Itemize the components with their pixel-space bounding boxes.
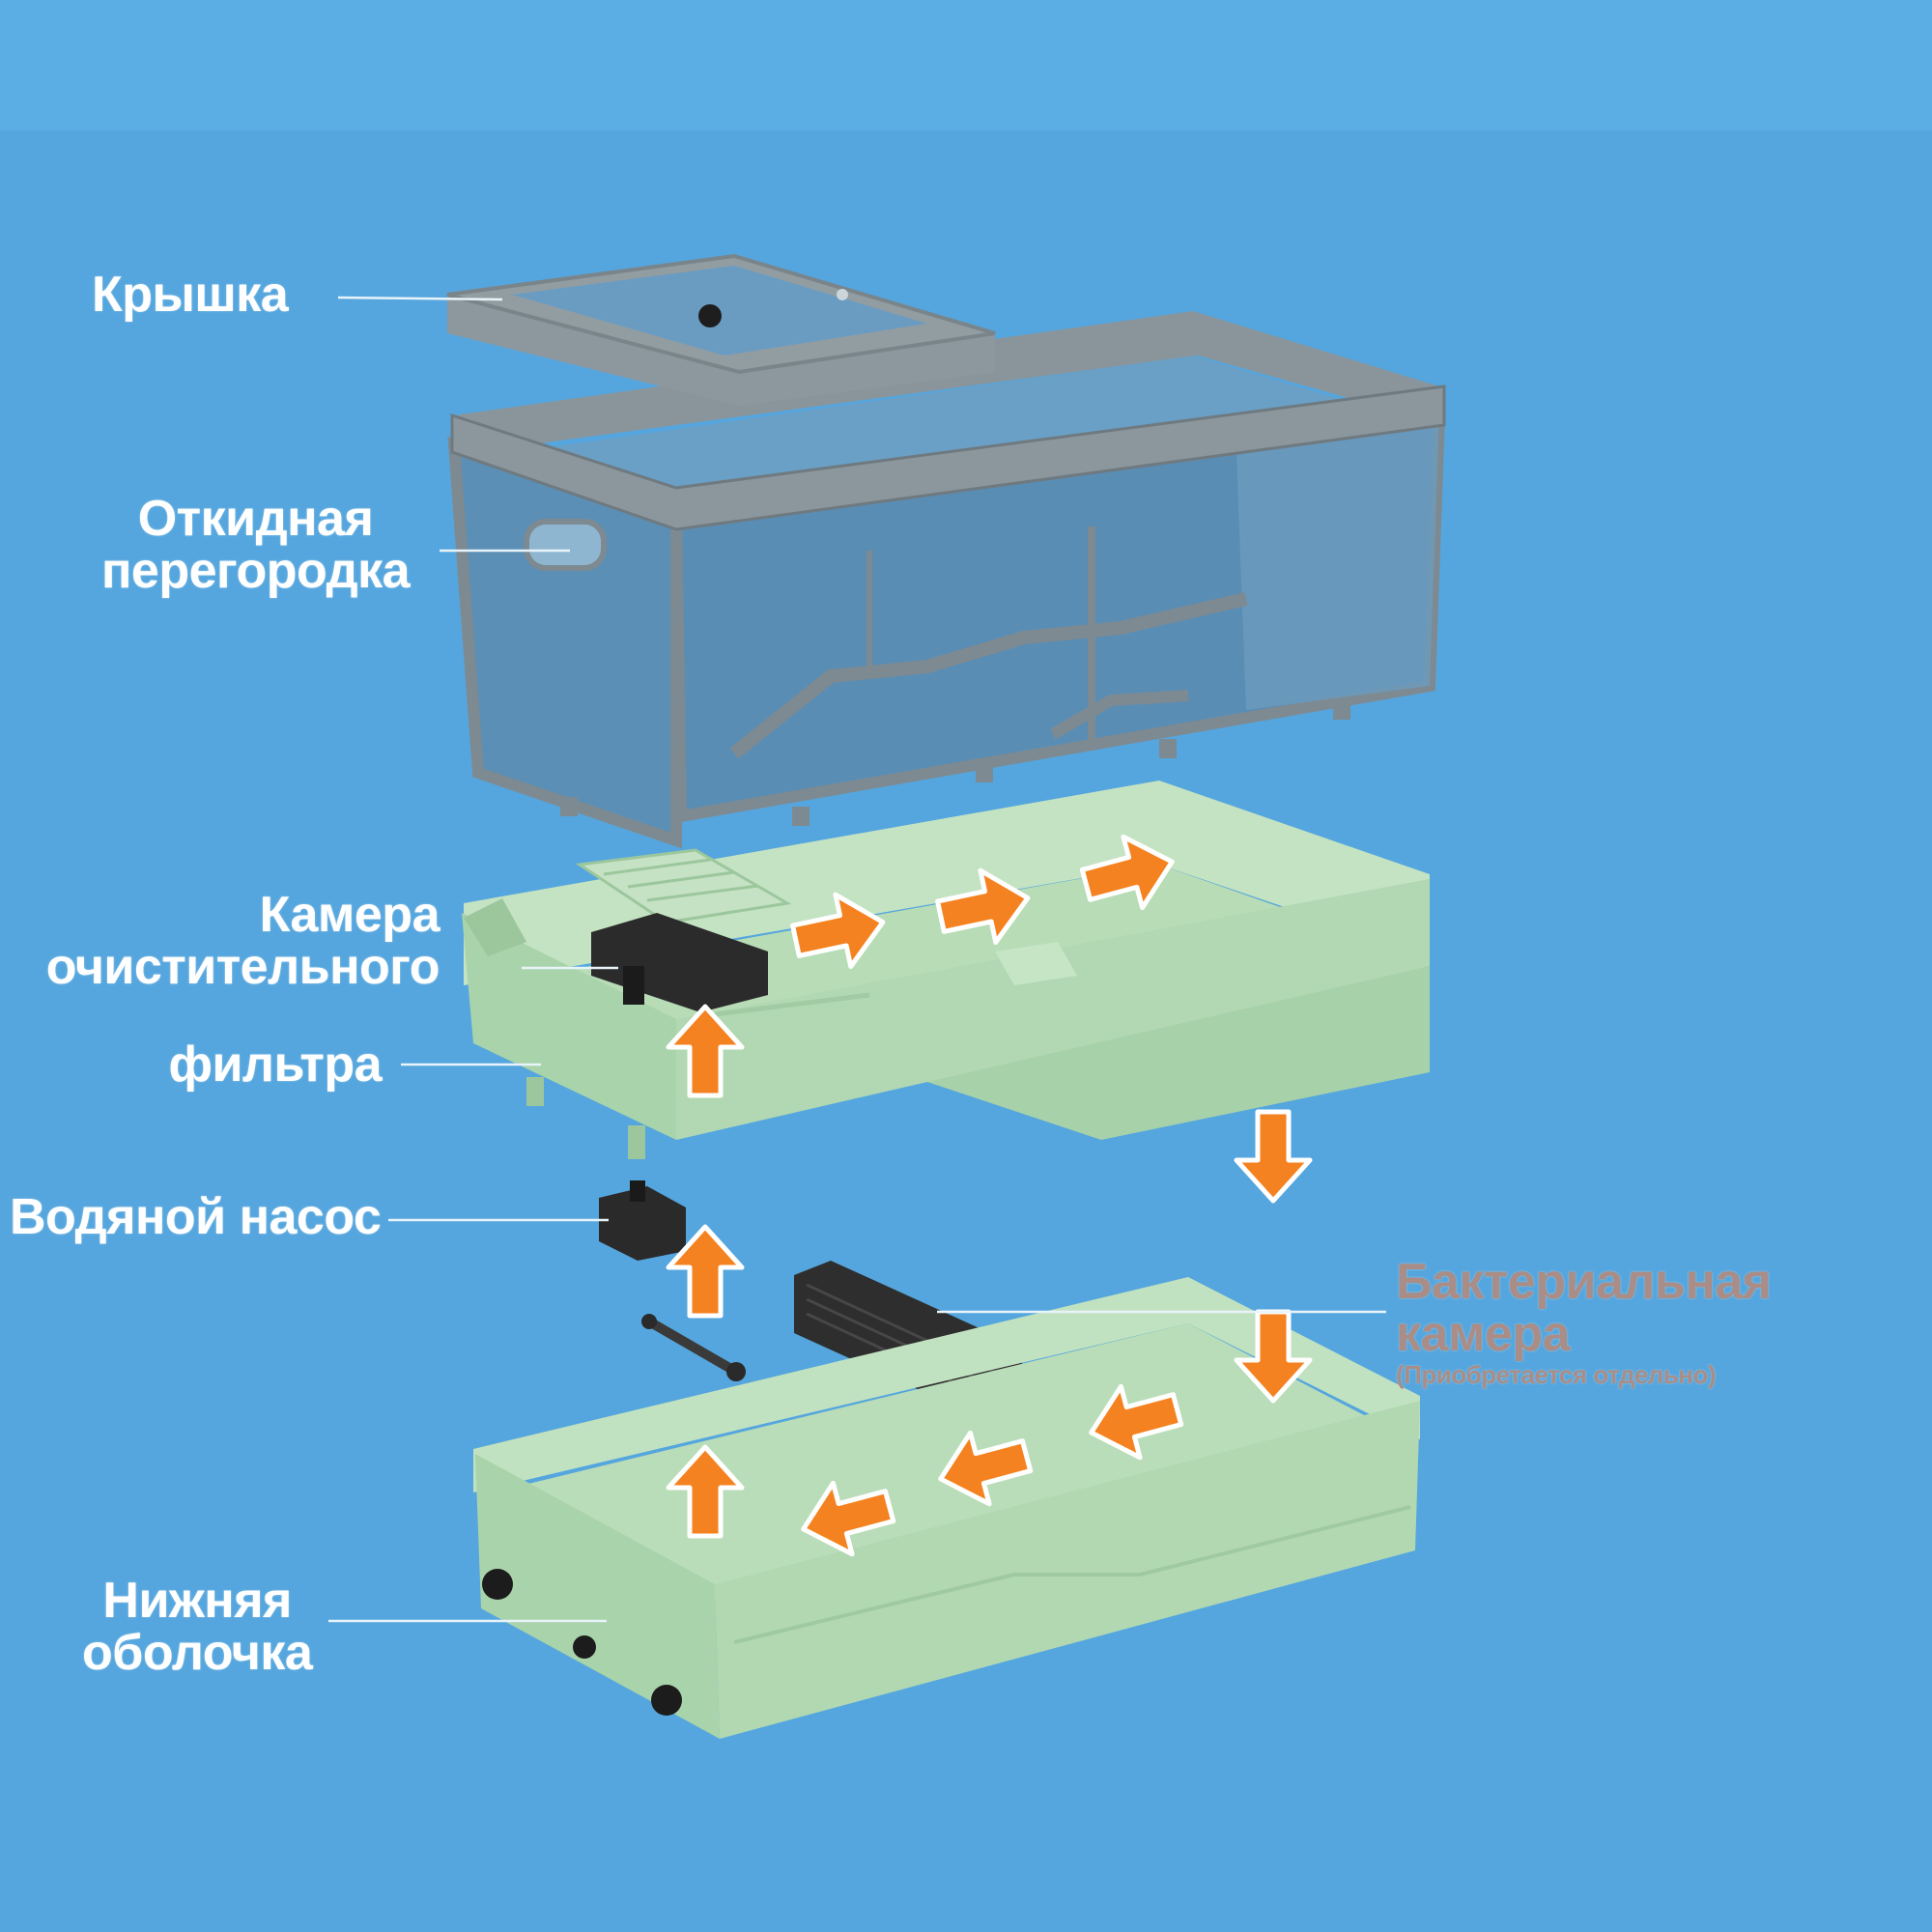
- label-partition-line2: перегородка: [101, 545, 410, 597]
- label-partition: Откидная перегородка: [101, 493, 410, 597]
- label-bacteria-note: (Приобретается отдельно): [1396, 1360, 1772, 1389]
- label-filter-chamber: Камера очистительного: [39, 889, 440, 993]
- top-band: [0, 0, 1932, 130]
- label-bacteria-line1: Бактериальная: [1396, 1256, 1772, 1308]
- top-tank: [452, 311, 1444, 840]
- label-filter-line1: Камера: [39, 889, 440, 941]
- water-pump: [599, 1180, 686, 1261]
- label-partition-line1: Откидная: [101, 493, 410, 545]
- label-bacteria-chamber: Бактериальная камера (Приобретается отде…: [1396, 1256, 1772, 1389]
- label-bottom-line1: Нижняя: [82, 1575, 312, 1627]
- middle-tray: [462, 781, 1430, 1159]
- label-filter-line2: очистительного: [39, 941, 440, 993]
- pipe: [641, 1314, 746, 1381]
- label-lid: Крышка: [92, 269, 288, 321]
- flow-arrow-icon: [1236, 1112, 1310, 1201]
- label-pump: Водяной насос: [10, 1191, 381, 1243]
- label-filter-line3: фильтра: [39, 1038, 382, 1091]
- label-bottom-shell: Нижняя оболочка: [82, 1575, 312, 1679]
- label-bottom-line2: оболочка: [82, 1627, 312, 1679]
- label-bacteria-line2: камера: [1396, 1308, 1772, 1360]
